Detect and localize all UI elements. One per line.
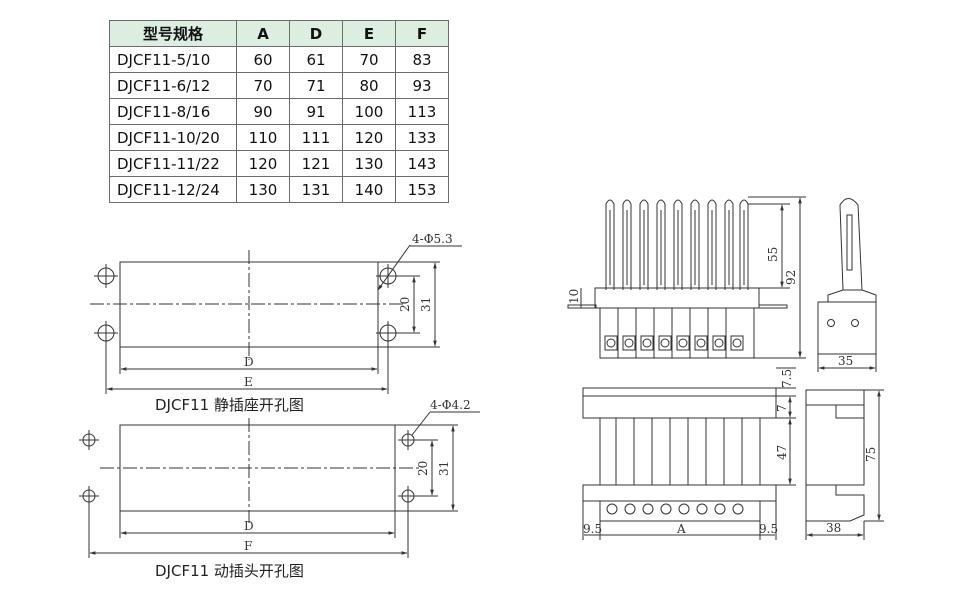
top-terminal-block: [599, 500, 761, 522]
front-dim-55: 55: [766, 247, 780, 262]
connector-side-bottom-view: 75 38: [805, 389, 884, 540]
socket-cutout-drawing: 4-Φ5.3 20 31 D E DJCF11 静插座开孔图: [90, 232, 462, 414]
plug-dim-20: 20: [416, 461, 430, 476]
table-row: DJCF11-12/24 130 131 140 153: [109, 176, 449, 203]
front-dim-10: 10: [567, 289, 581, 304]
header-e: E: [342, 20, 396, 47]
cell-f: 113: [395, 98, 449, 125]
top-dim-9-5-left: 9.5: [583, 522, 602, 536]
cell-a: 90: [236, 98, 290, 125]
cell-model: DJCF11-6/12: [109, 72, 237, 99]
side-bottom-lower-clip: [805, 484, 865, 522]
table-row: DJCF11-6/12 70 71 80 93: [109, 72, 449, 99]
cell-d: 121: [289, 150, 343, 177]
connector-terminals: [604, 335, 744, 351]
socket-dim-20: 20: [398, 297, 412, 312]
socket-dim-d: D: [244, 355, 254, 369]
connector-body-top: [594, 287, 760, 309]
header-model: 型号规格: [109, 20, 237, 47]
cell-e: 140: [342, 176, 396, 203]
plug-caption: DJCF11 动插头开孔图: [155, 562, 304, 580]
cell-d: 61: [289, 46, 343, 73]
socket-dim-31: 31: [419, 297, 433, 312]
plug-dim-d: D: [244, 519, 254, 533]
side-body: [817, 301, 877, 355]
cell-model: DJCF11-5/10: [109, 46, 237, 73]
socket-caption: DJCF11 静插座开孔图: [155, 396, 304, 414]
cell-f: 93: [395, 72, 449, 99]
connector-top-view: 7.5 7 47 9.5 A 9.5: [582, 367, 796, 540]
cell-model: DJCF11-8/16: [109, 98, 237, 125]
connector-pins: [605, 199, 749, 290]
connector-body: [599, 307, 755, 359]
cell-model: DJCF11-12/24: [109, 176, 237, 203]
top-dim-47: 47: [775, 445, 789, 460]
cell-e: 130: [342, 150, 396, 177]
cell-a: 120: [236, 150, 290, 177]
top-dim-7: 7: [775, 404, 789, 412]
cell-e: 120: [342, 124, 396, 151]
cell-d: 131: [289, 176, 343, 203]
spec-table: 型号规格 A D E F DJCF11-5/10 60 61 70 83 DJC…: [109, 20, 449, 203]
side-pin: [839, 198, 863, 291]
header-d: D: [289, 20, 343, 47]
front-dim-92: 92: [784, 270, 798, 285]
cell-f: 153: [395, 176, 449, 203]
table-row: DJCF11-8/16 90 91 100 113: [109, 98, 449, 125]
table-row: DJCF11-11/22 120 121 130 143: [109, 150, 449, 177]
plug-dim-31: 31: [437, 461, 451, 476]
spec-table-header-row: 型号规格 A D E F: [109, 20, 449, 47]
top-bar-upper: [582, 395, 777, 419]
socket-dim-e: E: [244, 375, 253, 389]
top-dim-7-5: 7.5: [780, 369, 794, 388]
side-dim-35: 35: [838, 354, 853, 368]
socket-hole-label: 4-Φ5.3: [412, 232, 453, 246]
side-bottom-top-clip: [805, 389, 865, 419]
top-bar-lower: [582, 484, 777, 502]
connector-front-view: 10 55 92: [567, 196, 806, 359]
plug-dim-f: F: [244, 539, 252, 553]
plug-hole-label: 4-Φ4.2: [430, 398, 471, 412]
connector-side-view: 35: [817, 198, 877, 372]
top-dim-9-5-right: 9.5: [759, 522, 778, 536]
side-bottom-dim-75: 75: [864, 447, 878, 462]
top-dim-a: A: [676, 522, 686, 536]
cell-f: 133: [395, 124, 449, 151]
cell-d: 91: [289, 98, 343, 125]
side-bottom-dim-38: 38: [826, 521, 841, 535]
top-terminals: [606, 503, 744, 515]
table-row: DJCF11-5/10 60 61 70 83: [109, 46, 449, 73]
cell-f: 83: [395, 46, 449, 73]
plug-cutout-drawing: 4-Φ4.2 20 31 D F DJCF11 动插头开孔图: [79, 398, 480, 580]
header-f: F: [395, 20, 449, 47]
